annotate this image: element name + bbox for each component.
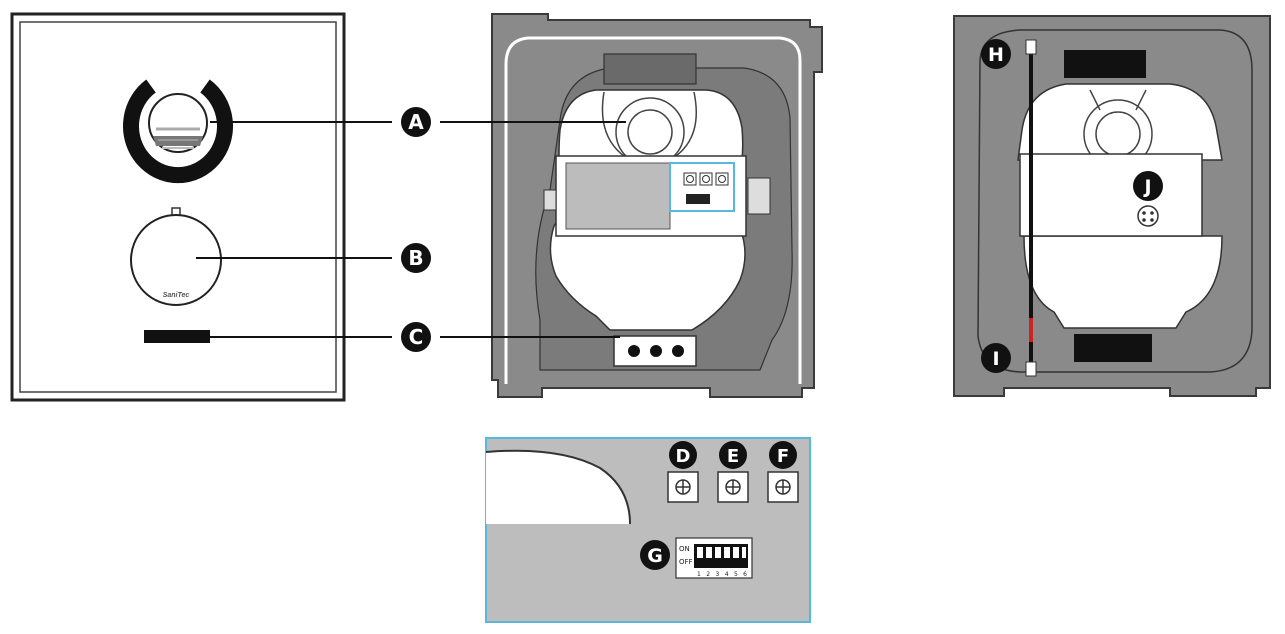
- callout-f: F: [769, 441, 797, 469]
- front-cover-panel: SaniTec: [10, 12, 346, 402]
- callout-h-label: H: [988, 44, 1004, 66]
- callout-b: B: [401, 243, 431, 273]
- callout-c: C: [401, 322, 431, 352]
- adjust-screw-e: [717, 471, 749, 503]
- guide-rod: [1025, 39, 1037, 377]
- right-housing: [953, 15, 1271, 397]
- callout-d: D: [669, 441, 697, 469]
- indicator-slot: [144, 330, 210, 343]
- sensor-window: [123, 79, 233, 184]
- dip-off-label: OFF: [679, 558, 693, 566]
- center-housing: [491, 13, 823, 398]
- callout-i: I: [981, 343, 1011, 373]
- adjust-screw-f: [767, 471, 799, 503]
- callout-d-label: D: [676, 446, 691, 467]
- connector-block: [613, 335, 697, 367]
- adjust-screw-d: [667, 471, 699, 503]
- callout-g: G: [640, 540, 670, 570]
- callout-a: A: [401, 107, 431, 137]
- callout-e: E: [719, 441, 747, 469]
- callout-c-label: C: [409, 325, 424, 349]
- callout-h: H: [981, 39, 1011, 69]
- manual-flush-button: SaniTec: [130, 207, 222, 306]
- socket-connector: [1137, 205, 1159, 227]
- adjustment-zoom-panel: ON OFF 1 2 3 4 5 6: [485, 437, 811, 623]
- callout-i-label: I: [992, 348, 999, 370]
- dip-on-label: ON: [679, 545, 690, 553]
- battery-compartment: [1019, 153, 1203, 237]
- dip-position-numbers: 1 2 3 4 5 6: [697, 571, 747, 578]
- leader-lines: [196, 121, 626, 338]
- callout-g-label: G: [647, 545, 663, 567]
- callout-f-label: F: [777, 446, 789, 467]
- callout-j-label: J: [1142, 176, 1151, 198]
- callout-b-label: B: [408, 246, 423, 270]
- dip-switch: ON OFF 1 2 3 4 5 6: [675, 537, 753, 579]
- callout-a-label: A: [408, 110, 424, 134]
- callout-e-label: E: [727, 446, 739, 467]
- logo-text: SaniTec: [163, 292, 190, 299]
- callout-j: J: [1133, 171, 1163, 201]
